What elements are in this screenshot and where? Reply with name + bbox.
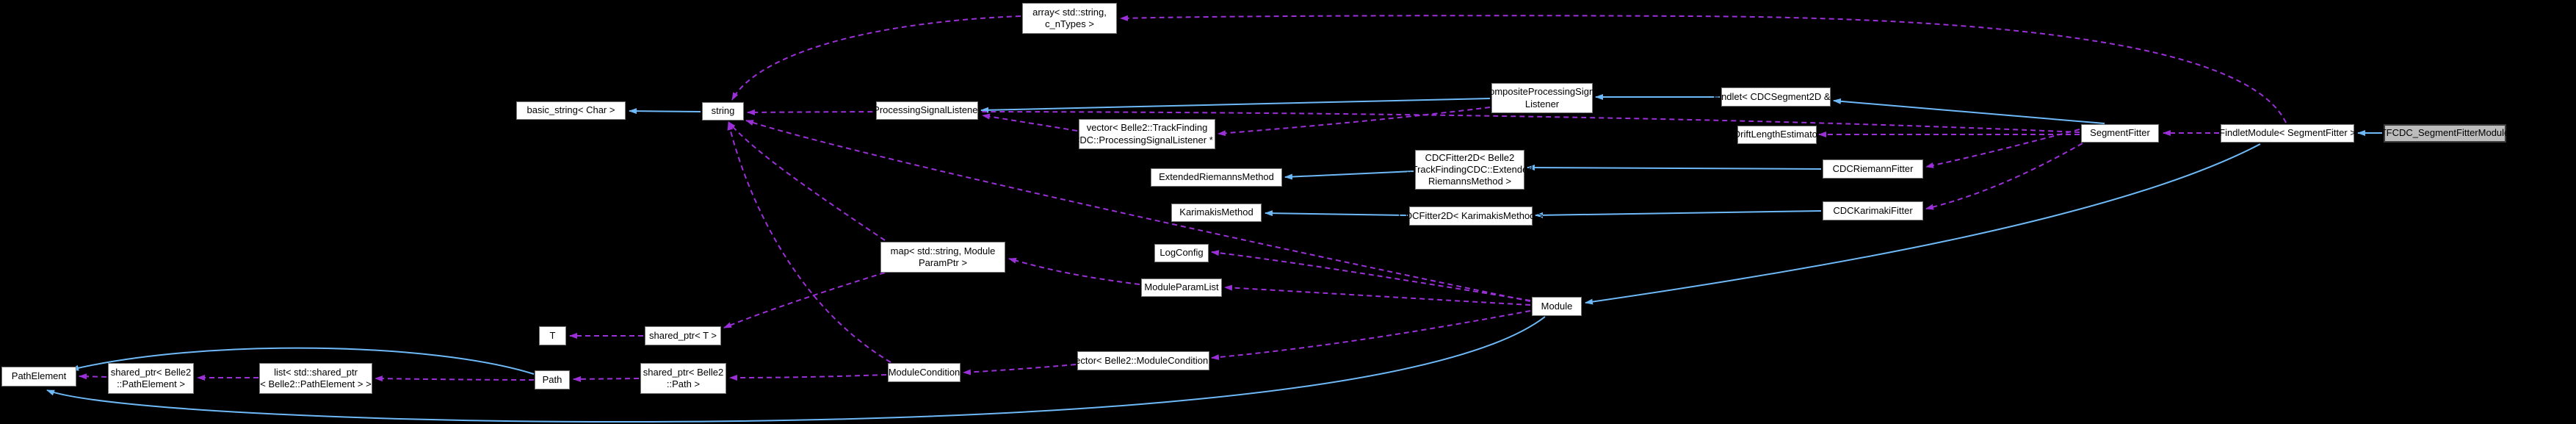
- node-shared-ptr-path-element[interactable]: shared_ptr< Belle2::PathElement >: [108, 363, 194, 394]
- edge-cdcfitter2d-erm-to-extended-riemanns-method: [1284, 170, 1414, 180]
- node-shared-ptr-path-label-line-1: ::Path >: [666, 378, 701, 389]
- node-composite-psl-label-line-1: Listener: [1524, 98, 1560, 109]
- node-karimakis-method-label-line-0: KarimakisMethod: [1179, 206, 1253, 218]
- node-t[interactable]: T: [539, 326, 566, 345]
- node-module-label-line-0: Module: [1541, 300, 1573, 312]
- node-shared-ptr-path-element-label-line-1: ::PathElement >: [117, 378, 185, 389]
- node-cdc-riemann-fitter[interactable]: CDCRiemannFitter: [1823, 159, 1923, 179]
- node-tfcdc-module-label-line-0: TFCDC_SegmentFitterModule: [2380, 127, 2510, 139]
- node-shared-ptr-t-label-line-0: shared_ptr< T >: [648, 329, 717, 341]
- edge-segment-fitter-to-cdc-karimaki-fitter: [1925, 143, 2083, 210]
- node-cdc-karimaki-fitter-label-line-0: CDCKarimakiFitter: [1833, 204, 1913, 216]
- edge-module-to-module-param-list: [1224, 284, 1531, 306]
- edge-composite-psl-to-processing-signal-listener: [980, 98, 1491, 113]
- node-module[interactable]: Module: [1532, 297, 1582, 316]
- node-findlet-label-line-0: Findlet< CDCSegment2D & >: [1713, 90, 1839, 102]
- node-processing-signal-listener-label-line-0: ProcessingSignalListener: [873, 104, 981, 116]
- node-t-label-line-0: T: [549, 329, 556, 341]
- node-findlet[interactable]: Findlet< CDCSegment2D & >: [1713, 87, 1839, 107]
- edge-module-condition-to-shared-ptr-path: [729, 374, 887, 381]
- node-map-param-label-line-0: map< std::string, Module: [890, 245, 996, 256]
- edge-path-to-list-shared-ptr-pe: [375, 376, 535, 382]
- node-array-string-label-line-0: array< std::string,: [1032, 6, 1107, 18]
- edge-module-param-list-to-map-param: [1008, 257, 1140, 285]
- node-string-label-line-0: string: [711, 105, 735, 117]
- node-karimakis-method[interactable]: KarimakisMethod: [1171, 204, 1262, 222]
- node-module-param-list[interactable]: ModuleParamList: [1141, 279, 1222, 297]
- edge-map-param-to-string: [728, 121, 886, 241]
- edge-findlet-module-to-array-string: [1120, 15, 2287, 123]
- node-string[interactable]: string: [702, 102, 744, 121]
- node-findlet-module-label-line-0: FindletModule< SegmentFitter >: [2219, 127, 2356, 139]
- edge-composite-psl-to-vector-psl: [1218, 107, 1491, 137]
- node-cdcfitter2d-km[interactable]: CDCFitter2D< KarimakisMethod >: [1398, 206, 1544, 226]
- edge-findlet-module-to-module: [1585, 143, 2261, 305]
- edge-string-to-basic-string: [629, 108, 701, 115]
- node-segment-fitter-label-line-0: SegmentFitter: [2090, 127, 2150, 139]
- node-shared-ptr-t[interactable]: shared_ptr< T >: [645, 326, 721, 345]
- edge-cdc-riemann-fitter-to-cdcfitter2d-erm: [1527, 165, 1822, 171]
- node-drift-length-estimator[interactable]: DriftLengthEstimator: [1734, 126, 1820, 144]
- node-cdcfitter2d-erm-label-line-1: ::TrackFindingCDC::Extended: [1406, 163, 1533, 175]
- edge-cdc-karimaki-fitter-to-cdcfitter2d-km: [1535, 210, 1822, 218]
- node-list-shared-ptr-pe[interactable]: list< std::shared_ptr< Belle2::PathEleme…: [259, 363, 372, 394]
- edge-cdcfitter2d-km-to-karimakis-method: [1265, 210, 1408, 217]
- edge-shared-ptr-path-to-path: [573, 376, 640, 382]
- node-module-condition-label-line-0: ModuleCondition: [888, 366, 960, 378]
- node-shared-ptr-path-label-line-0: shared_ptr< Belle2: [643, 366, 724, 378]
- node-cdc-karimaki-fitter[interactable]: CDCKarimakiFitter: [1823, 201, 1923, 220]
- node-basic-string-label-line-0: basic_string< Char >: [527, 104, 615, 116]
- node-findlet-module[interactable]: FindletModule< SegmentFitter >: [2219, 124, 2356, 143]
- node-path-element[interactable]: PathElement: [1, 367, 76, 387]
- node-shared-ptr-path-element-label-line-0: shared_ptr< Belle2: [110, 366, 192, 378]
- edge-module-to-log-config: [1211, 250, 1531, 301]
- edge-module-to-path-element: [46, 316, 1546, 423]
- edge-shared-ptr-path-element-to-path-element: [79, 373, 107, 380]
- node-vector-module-condition-label-line-0: vector< Belle2::ModuleCondition >: [1070, 354, 1217, 366]
- node-list-shared-ptr-pe-label-line-0: list< std::shared_ptr: [274, 366, 358, 378]
- node-vector-psl-label-line-0: vector< Belle2::TrackFinding: [1086, 122, 1208, 134]
- node-module-condition[interactable]: ModuleCondition: [888, 363, 960, 382]
- node-cdc-riemann-fitter-label-line-0: CDCRiemannFitter: [1832, 162, 1914, 174]
- node-path-label-line-0: Path: [542, 373, 562, 385]
- node-processing-signal-listener[interactable]: ProcessingSignalListener: [873, 101, 981, 120]
- node-basic-string[interactable]: basic_string< Char >: [516, 101, 626, 120]
- node-composite-psl-label-line-0: CompositeProcessingSignal: [1482, 86, 1602, 98]
- node-vector-module-condition[interactable]: vector< Belle2::ModuleCondition >: [1071, 351, 1216, 370]
- node-log-config-label-line-0: LogConfig: [1159, 247, 1204, 259]
- edge-module-condition-to-string: [727, 122, 891, 363]
- edge-segment-fitter-to-findlet: [1833, 98, 2105, 124]
- node-path[interactable]: Path: [535, 370, 570, 389]
- node-extended-riemanns-method-label-line-0: ExtendedRiemannsMethod: [1159, 171, 1274, 183]
- edge-vector-psl-to-processing-signal-listener: [982, 113, 1078, 132]
- node-cdcfitter2d-erm-label-line-2: RiemannsMethod >: [1428, 176, 1512, 187]
- node-list-shared-ptr-pe-label-line-1: < Belle2::PathElement > >: [260, 378, 372, 389]
- node-cdcfitter2d-km-label-line-0: CDCFitter2D< KarimakisMethod >: [1398, 209, 1544, 221]
- node-segment-fitter[interactable]: SegmentFitter: [2081, 124, 2159, 143]
- edge-path-to-path-element: [70, 347, 535, 375]
- node-module-param-list-label-line-0: ModuleParamList: [1144, 281, 1219, 293]
- node-cdcfitter2d-erm-label-line-0: CDCFitter2D< Belle2: [1425, 151, 1515, 163]
- edge-segment-fitter-to-cdc-riemann-fitter: [1925, 129, 2080, 168]
- edge-module-to-string: [745, 120, 1531, 302]
- node-tfcdc-module[interactable]: TFCDC_SegmentFitterModule: [2381, 124, 2509, 143]
- edge-map-param-to-shared-ptr-t: [723, 272, 886, 328]
- node-cdcfitter2d-erm[interactable]: CDCFitter2D< Belle2::TrackFindingCDC::Ex…: [1406, 150, 1533, 190]
- node-map-param-label-line-1: ParamPtr >: [918, 257, 968, 268]
- node-vector-psl-label-line-1: CDC::ProcessingSignalListener * >: [1073, 134, 1221, 145]
- node-shared-ptr-path[interactable]: shared_ptr< Belle2::Path >: [640, 363, 726, 394]
- node-extended-riemanns-method[interactable]: ExtendedRiemannsMethod: [1151, 168, 1282, 187]
- node-array-string-label-line-1: c_nTypes >: [1045, 18, 1094, 29]
- node-drift-length-estimator-label-line-0: DriftLengthEstimator: [1733, 129, 1821, 140]
- node-log-config[interactable]: LogConfig: [1154, 244, 1209, 262]
- edge-vector-module-condition-to-module-condition: [963, 364, 1077, 376]
- edge-module-to-vector-module-condition: [1211, 310, 1531, 361]
- node-array-string[interactable]: array< std::string,c_nTypes >: [1022, 3, 1117, 34]
- node-path-element-label-line-0: PathElement: [11, 370, 67, 382]
- edge-array-string-to-string: [731, 15, 1021, 101]
